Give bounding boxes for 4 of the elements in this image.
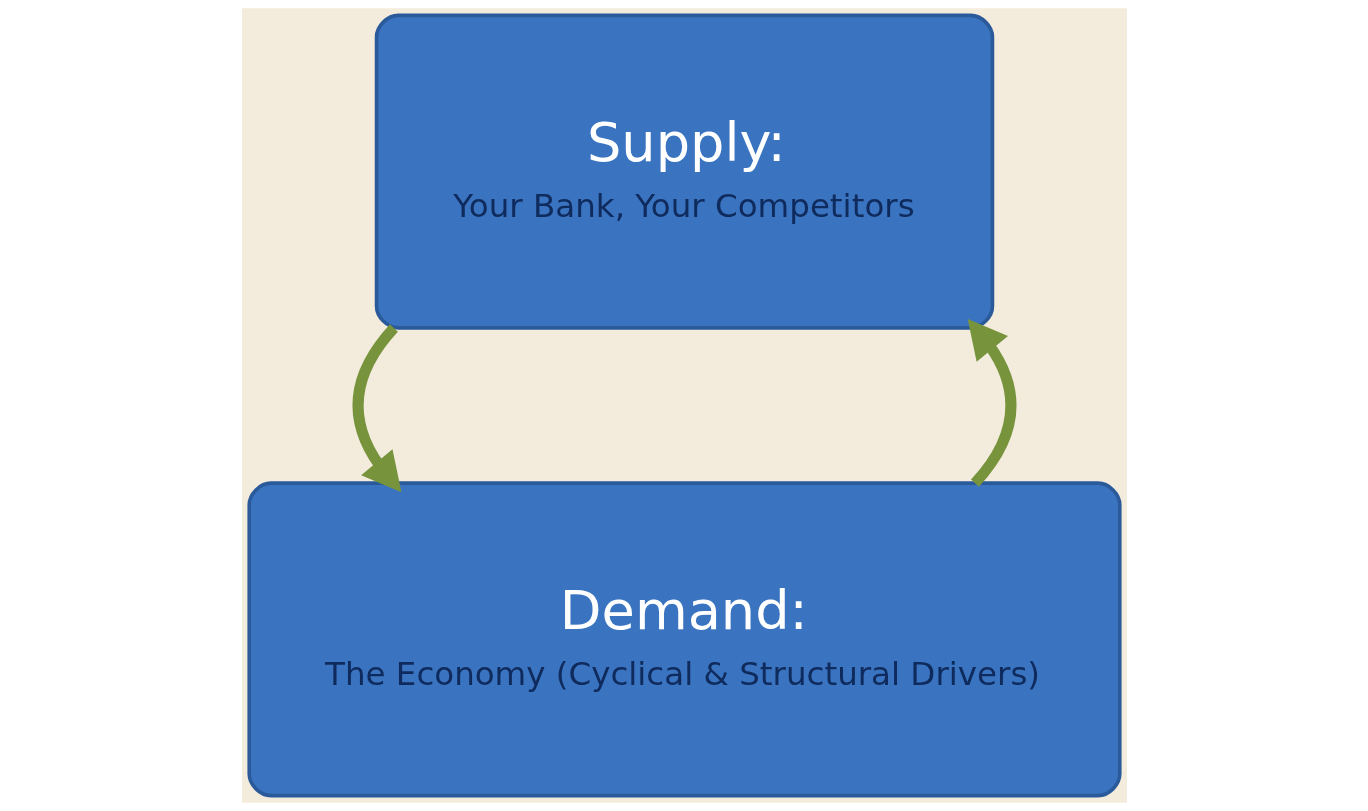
node-box: Demand: The Economy (Cyclical & Structural Drivers) <box>246 481 1122 798</box>
node-box: Supply: Your Bank, Your Competitors <box>374 13 994 330</box>
arrow <box>352 324 401 493</box>
arrow <box>967 319 1016 487</box>
